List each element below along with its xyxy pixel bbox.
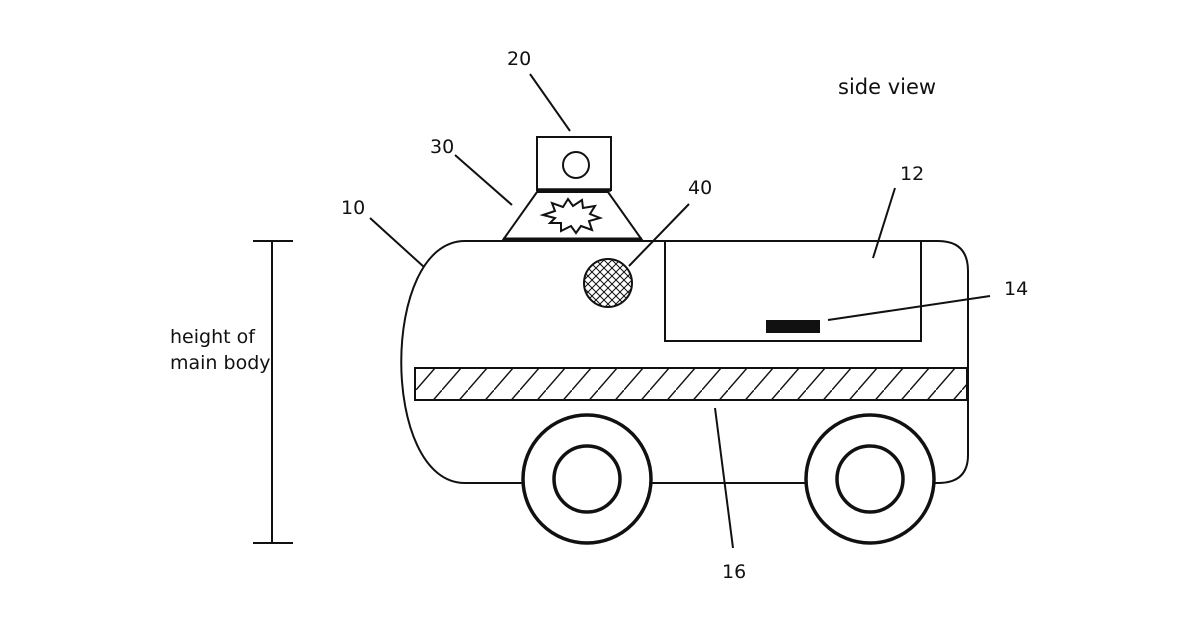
ref-camera: 20 [507,48,531,70]
ref-bumper-strip: 16 [722,561,746,583]
ref-display-panel: 12 [900,163,924,185]
ref-indicator: 14 [1004,278,1028,300]
sensor-icon [584,259,632,307]
front-wheel [523,415,651,543]
ref-sensor: 40 [688,177,712,199]
flash-icon [543,199,600,233]
bumper-strip [415,368,967,400]
ref-main-body: 10 [341,197,365,219]
camera-housing [537,137,611,190]
height-dimension [253,241,293,543]
view-label: side view [838,75,936,99]
light-housing [503,192,642,240]
ref-light: 30 [430,136,454,158]
indicator-bar [766,320,820,333]
camera-lens-icon [563,152,589,178]
rear-wheel [806,415,934,543]
height-label-line-1: height of [170,326,256,348]
height-label-line-2: main body [170,352,271,374]
